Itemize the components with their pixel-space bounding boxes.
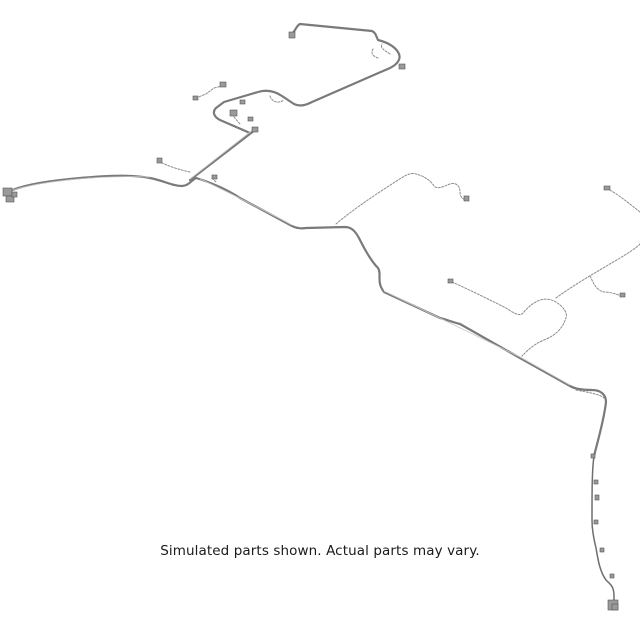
connector-icon [156,157,163,164]
connector-icon [593,479,599,485]
connector-icon [447,278,454,284]
left-branch [2,174,198,203]
connector-icon [251,126,259,133]
left-connector-icon [2,187,18,203]
connector-icon [463,195,470,202]
connector-icon [599,547,605,553]
connector-icon [619,292,626,298]
connector-icon [211,174,218,180]
upper-branch [156,22,406,183]
connector-icon [603,185,611,191]
main-trunk [194,176,619,611]
right-branches [335,173,640,357]
connector-icon [609,573,615,579]
connector-icon [192,95,199,101]
bottom-right-connector-icon [607,599,619,611]
connector-icon [593,519,599,525]
disclaimer-caption: Simulated parts shown. Actual parts may … [160,543,480,559]
connector-icon [247,116,254,122]
connector-icon [239,99,246,105]
connector-icon [398,63,406,70]
connector-icon [288,31,296,39]
connector-icon [229,109,238,117]
connector-icon [594,494,600,501]
connector-icon [590,453,596,459]
connector-icon [219,81,227,88]
